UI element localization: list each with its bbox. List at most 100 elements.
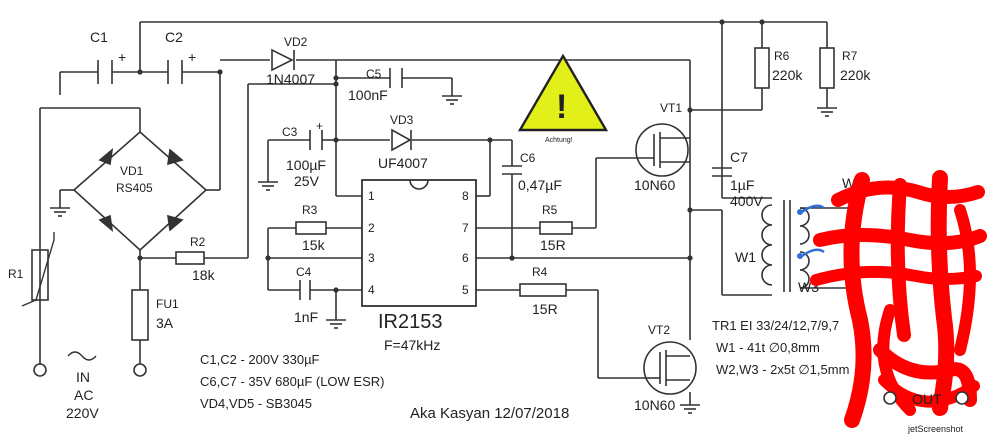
w1-label: W1: [735, 249, 756, 265]
diode-vd2: VD2 1N4007: [266, 35, 315, 87]
vd1-part: RS405: [116, 181, 153, 195]
mosfet-vt2: VT2 10N60: [634, 323, 697, 413]
r4-label: R4: [532, 265, 548, 279]
warning-sign: ! Achtung!: [517, 53, 609, 144]
ic-pin-8: 8: [462, 189, 469, 203]
output-label: OUT: [912, 391, 942, 407]
w23-spec: W2,W3 - 2x5t ∅1,5mm: [716, 362, 849, 377]
c7-value: 1µF: [730, 177, 754, 193]
transformer-tr1: W1 W3 W: [735, 175, 856, 295]
r6-value: 220k: [772, 67, 803, 83]
capacitor-c2: + C2: [165, 29, 196, 84]
bridge-vd1: VD1 RS405: [72, 130, 208, 252]
r5-label: R5: [542, 203, 558, 217]
vd3-part: UF4007: [378, 155, 428, 171]
c3-plus: +: [316, 119, 323, 133]
c6-value: 0,47µF: [518, 177, 562, 193]
exclamation-icon: !: [556, 88, 567, 126]
c5-value: 100nF: [348, 87, 388, 103]
junctions: [137, 19, 765, 293]
vd3-label: VD3: [390, 113, 414, 127]
resistor-r3: R3 15k: [295, 203, 327, 253]
output-terminals: OUT: [883, 391, 969, 407]
resistor-r2: R2 18k: [175, 235, 216, 283]
input-terminals: IN AC 220V: [33, 351, 147, 421]
vt1-label: VT1: [660, 101, 682, 115]
r2-label: R2: [190, 235, 206, 249]
fuse-fu1: FU1 3A: [131, 289, 179, 341]
r7-value: 220k: [840, 67, 871, 83]
vt2-part: 10N60: [634, 397, 675, 413]
vd2-label: VD2: [284, 35, 308, 49]
vd1-label: VD1: [120, 164, 144, 178]
ic-pin-4: 4: [368, 283, 375, 297]
capacitor-c4: C4 1nF: [294, 265, 318, 325]
mosfet-vt1: VT1 10N60: [634, 101, 690, 193]
ac-tilde-icon: [67, 351, 97, 361]
w1-spec: W1 - 41t ∅0,8mm: [716, 340, 820, 355]
ic-ir2153: 1 2 3 4 5 6 7 8 IR2153 F=47kHz: [361, 179, 477, 353]
c6-label: C6: [520, 151, 536, 165]
c7-voltage: 400V: [730, 193, 763, 209]
ic-pin-6: 6: [462, 251, 469, 265]
fu1-label: FU1: [156, 297, 179, 311]
diode-vd3: VD3 UF4007: [378, 113, 428, 171]
note-line-1: C1,C2 - 200V 330µF: [200, 352, 320, 367]
resistor-r7: R7 220k: [819, 47, 871, 89]
capacitor-c7: C7 1µF 400V: [712, 149, 763, 209]
thermistor-r1: R1: [8, 232, 55, 307]
resistor-r5: R5 15R: [539, 203, 573, 253]
note-line-2: C6,C7 - 35V 680µF (LOW ESR): [200, 374, 385, 389]
ic-pin-2: 2: [368, 221, 375, 235]
capacitor-c1: + C1: [90, 29, 126, 84]
c3-voltage: 25V: [294, 173, 320, 189]
c2-plus: +: [188, 49, 196, 65]
c7-label: C7: [730, 149, 748, 165]
c5-label: C5: [366, 67, 382, 81]
r5-value: 15R: [540, 237, 566, 253]
c3-label: C3: [282, 125, 298, 139]
author-signature: Aka Kasyan 12/07/2018: [410, 405, 569, 422]
c4-label: C4: [296, 265, 312, 279]
input-label-in: IN: [76, 369, 90, 385]
component-notes: C1,C2 - 200V 330µF C6,C7 - 35V 680µF (LO…: [200, 352, 385, 411]
ic-pin-7: 7: [462, 221, 469, 235]
capacitor-c3: + C3 100µF 25V: [282, 119, 326, 189]
warning-caption: Achtung!: [545, 137, 573, 144]
input-label-ac: AC: [74, 387, 93, 403]
ic-pin-3: 3: [368, 251, 375, 265]
ic-pin-5: 5: [462, 283, 469, 297]
r7-label: R7: [842, 49, 858, 63]
capacitor-c6: C6 0,47µF: [502, 151, 562, 193]
input-label-voltage: 220V: [66, 405, 99, 421]
coil-dot-icon: [797, 253, 803, 259]
resistor-r4: R4 15R: [519, 265, 567, 317]
r3-value: 15k: [302, 237, 326, 253]
resistor-r6: R6 220k: [754, 47, 803, 89]
c4-value: 1nF: [294, 309, 318, 325]
ground-symbols: [50, 95, 837, 414]
c1-label: C1: [90, 29, 108, 45]
fu1-value: 3A: [156, 315, 174, 331]
wires: [39, 21, 828, 405]
r3-label: R3: [302, 203, 318, 217]
r2-value: 18k: [192, 267, 216, 283]
note-line-3: VD4,VD5 - SB3045: [200, 396, 312, 411]
r6-label: R6: [774, 49, 790, 63]
tr1-spec: TR1 EI 33/24/12,7/9,7: [712, 318, 839, 333]
ic-frequency: F=47kHz: [384, 337, 440, 353]
c3-value: 100µF: [286, 157, 326, 173]
ic-name: IR2153: [378, 311, 443, 333]
vt1-part: 10N60: [634, 177, 675, 193]
vt2-label: VT2: [648, 323, 670, 337]
c1-plus: +: [118, 49, 126, 65]
c2-label: C2: [165, 29, 183, 45]
watermark: jetScreenshot: [907, 424, 964, 434]
r1-label: R1: [8, 267, 24, 281]
ic-pin-1: 1: [368, 189, 375, 203]
coil-dot-icon: [797, 209, 803, 215]
red-scribble-overlay: [810, 170, 987, 428]
transformer-notes: TR1 EI 33/24/12,7/9,7 W1 - 41t ∅0,8mm W2…: [712, 318, 849, 377]
vd2-part: 1N4007: [266, 71, 315, 87]
